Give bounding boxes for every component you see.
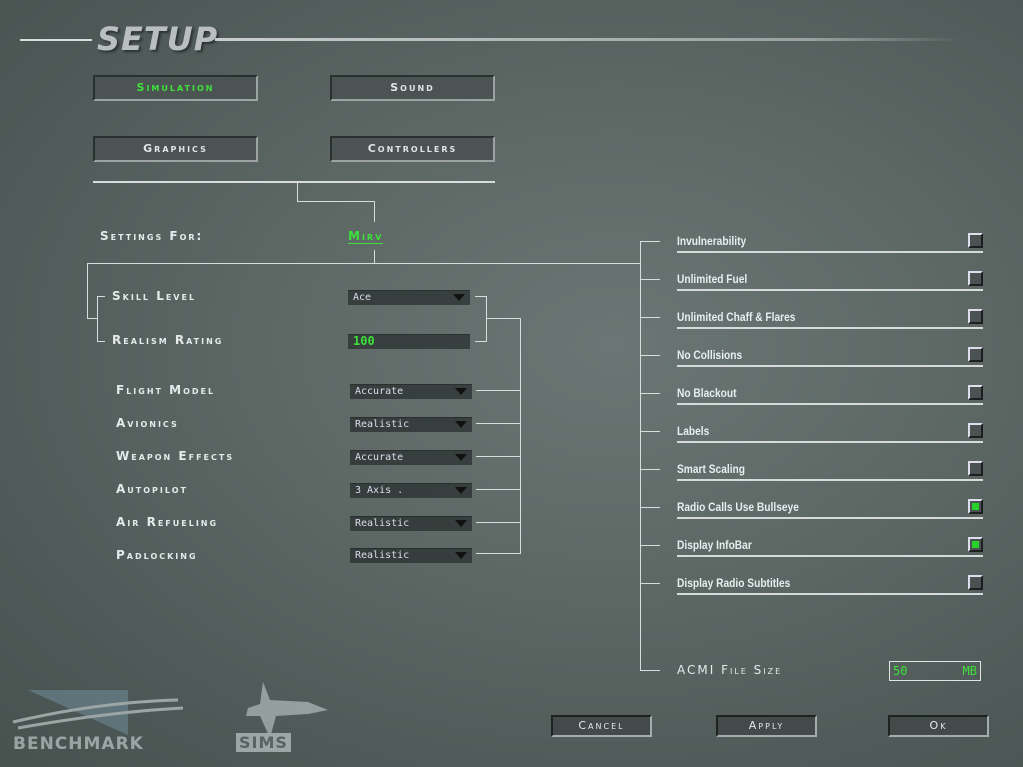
toggle-label: Display Radio Subtitles [677, 576, 791, 590]
no-blackout-checkbox[interactable] [968, 385, 983, 400]
pilot-name[interactable]: Mirv [348, 229, 384, 244]
toggle-label: Invulnerability [677, 234, 747, 248]
tab-simulation[interactable]: Simulation [93, 75, 258, 101]
chevron-down-icon [455, 552, 467, 559]
unlimited-chaff-flares-checkbox[interactable] [968, 309, 983, 324]
toggle-label: Unlimited Chaff & Flares [677, 310, 796, 324]
smart-scaling-checkbox[interactable] [968, 461, 983, 476]
toggle-label: Display InfoBar [677, 538, 752, 552]
divider [677, 479, 983, 481]
benchmark-sims-logo: BENCHMARK SIMS [8, 680, 338, 760]
chevron-down-icon [453, 294, 465, 301]
toggle-label: No Blackout [677, 386, 737, 400]
dropdown-value: Accurate [355, 386, 404, 397]
title-rule-left [20, 39, 92, 41]
display-infobar-checkbox[interactable] [968, 537, 983, 552]
chevron-down-icon [455, 520, 467, 527]
acmi-value: 50 [893, 664, 908, 678]
no-collisions-checkbox[interactable] [968, 347, 983, 362]
divider [677, 365, 983, 367]
chevron-down-icon [455, 454, 467, 461]
display-radio-subtitles-checkbox[interactable] [968, 575, 983, 590]
apply-button[interactable]: Apply [716, 715, 817, 737]
option-label: Air Refueling [116, 515, 219, 529]
toggle-label: Labels [677, 424, 710, 438]
dropdown-value: 3 Axis . [355, 485, 404, 496]
page-title: SETUP [97, 20, 219, 58]
tab-graphics[interactable]: Graphics [93, 136, 258, 162]
flight-model-dropdown[interactable]: Accurate [350, 384, 472, 399]
cancel-button[interactable]: Cancel [551, 715, 652, 737]
logo-text-sims: SIMS [236, 733, 291, 752]
option-label: Flight Model [116, 383, 216, 397]
unlimited-fuel-checkbox[interactable] [968, 271, 983, 286]
realism-rating-label: Realism Rating [112, 333, 224, 347]
dropdown-value: Realistic [355, 550, 410, 561]
toggle-label: No Collisions [677, 348, 743, 362]
toggle-label: Smart Scaling [677, 462, 746, 476]
dropdown-value: Realistic [355, 419, 410, 430]
dropdown-value: Realistic [355, 518, 410, 529]
divider [677, 555, 983, 557]
skill-level-dropdown[interactable]: Ace [348, 290, 470, 305]
chevron-down-icon [455, 388, 467, 395]
autopilot-dropdown[interactable]: 3 Axis . [350, 483, 472, 498]
toggle-label: Radio Calls Use Bullseye [677, 500, 799, 514]
option-label: Autopilot [116, 482, 188, 496]
dropdown-value: Accurate [355, 452, 404, 463]
acmi-file-size-label: ACMI File Size [677, 663, 783, 677]
skill-level-label: Skill Level [112, 289, 197, 303]
title-rule-right [215, 38, 960, 41]
weapon-effects-dropdown[interactable]: Accurate [350, 450, 472, 465]
labels-checkbox[interactable] [968, 423, 983, 438]
option-label: Avionics [116, 416, 179, 430]
divider [677, 403, 983, 405]
acmi-file-size-input[interactable]: 50 MB [889, 661, 981, 681]
divider [677, 517, 983, 519]
radio-calls-bullseye-checkbox[interactable] [968, 499, 983, 514]
divider [677, 251, 983, 253]
acmi-unit: MB [962, 664, 977, 678]
chevron-down-icon [455, 487, 467, 494]
chevron-down-icon [455, 421, 467, 428]
air-refueling-dropdown[interactable]: Realistic [350, 516, 472, 531]
toggle-label: Unlimited Fuel [677, 272, 748, 286]
divider [677, 327, 983, 329]
padlocking-dropdown[interactable]: Realistic [350, 548, 472, 563]
logo-text: BENCHMARK [13, 734, 144, 754]
ok-button[interactable]: Ok [888, 715, 989, 737]
skill-level-value: Ace [353, 292, 372, 303]
tab-controllers[interactable]: Controllers [330, 136, 495, 162]
invulnerability-checkbox[interactable] [968, 233, 983, 248]
settings-for-label: Settings For: [100, 229, 204, 243]
tab-sound[interactable]: Sound [330, 75, 495, 101]
avionics-dropdown[interactable]: Realistic [350, 417, 472, 432]
divider [677, 593, 983, 595]
realism-rating-value: 100 [348, 334, 470, 349]
option-label: Weapon Effects [116, 449, 235, 463]
divider [677, 441, 983, 443]
jet-logo-icon [12, 682, 328, 738]
option-label: Padlocking [116, 548, 198, 562]
divider [677, 289, 983, 291]
